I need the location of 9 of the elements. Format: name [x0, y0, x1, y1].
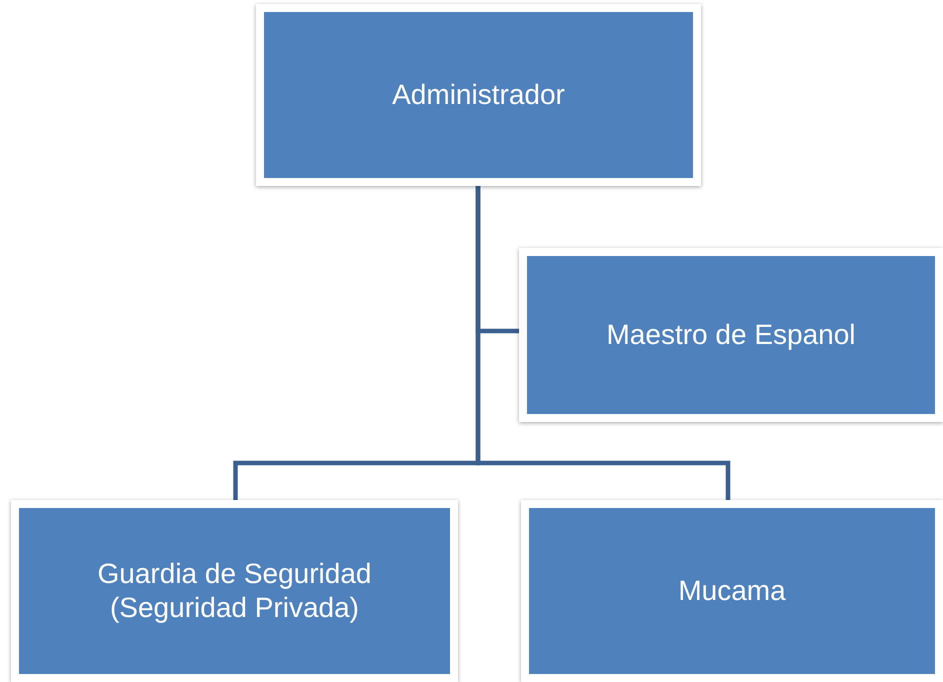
role-box [519, 248, 943, 422]
role-title: Guardia de Seguridad (Seguridad Privada) [96, 557, 372, 625]
role-title: Maestro de Espanol [606, 318, 856, 352]
role-box [11, 500, 458, 682]
role-title: Administrador [392, 78, 565, 112]
role-box [521, 500, 943, 682]
role-box [256, 4, 701, 186]
connector-line [476, 186, 730, 500]
role-title: Mucama [678, 574, 786, 608]
